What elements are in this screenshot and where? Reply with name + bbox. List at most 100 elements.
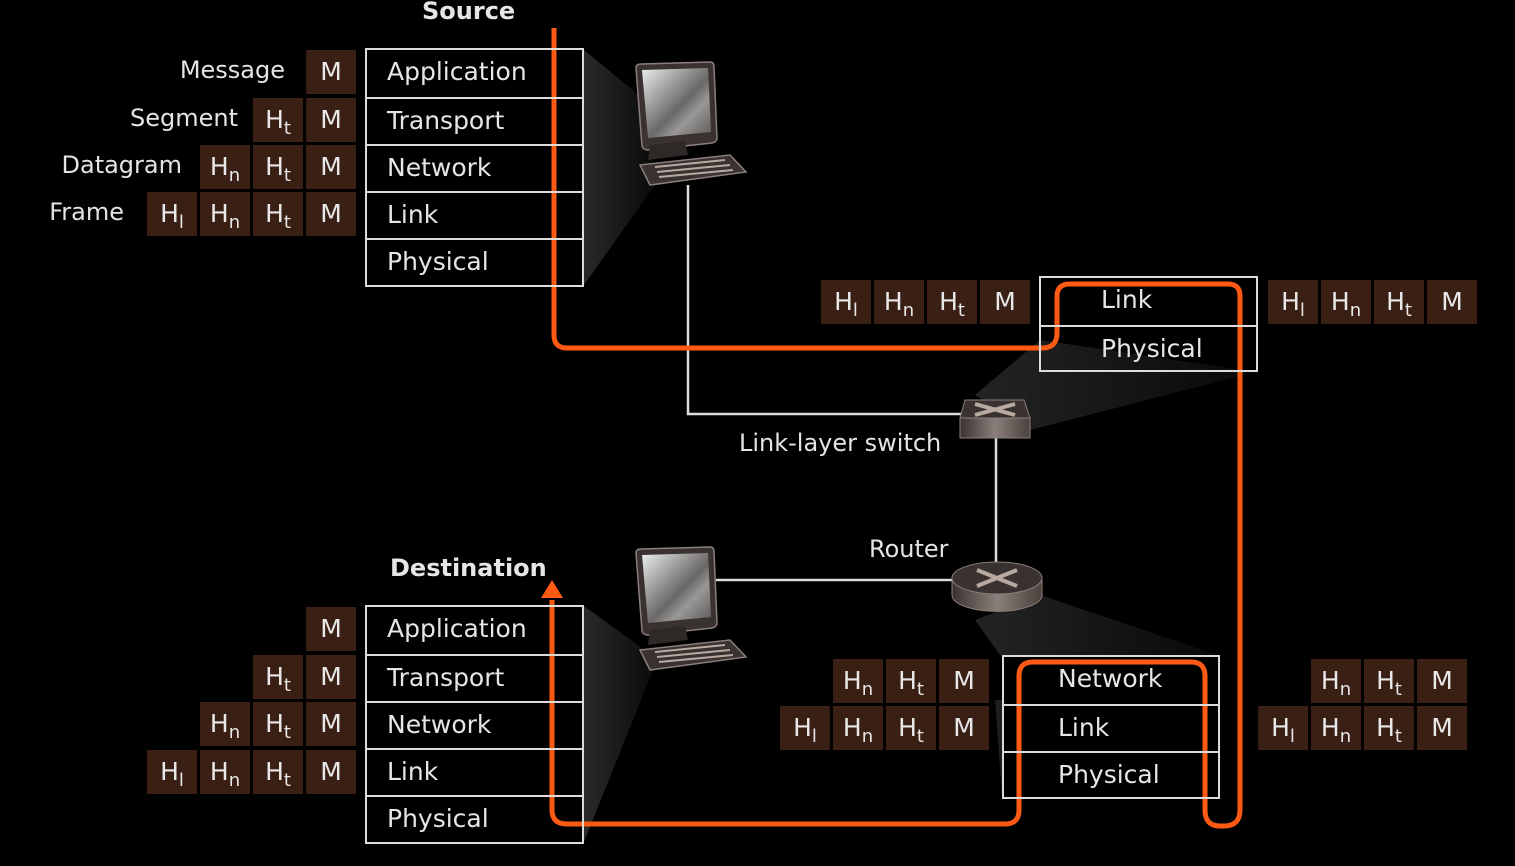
transport-header-box: Ht <box>1374 280 1424 324</box>
transport-header-box: Ht <box>927 280 977 324</box>
header-subscript: t <box>283 770 291 791</box>
message-box: M <box>939 706 989 750</box>
header-symbol: H <box>1281 287 1300 316</box>
message-box: M <box>1417 706 1467 750</box>
header-subscript: l <box>1299 300 1305 321</box>
message-box: M <box>306 655 356 699</box>
header-subscript: n <box>1339 679 1352 700</box>
header-symbol: H <box>265 199 284 228</box>
header-symbol: H <box>160 757 179 786</box>
header-symbol: M <box>1441 287 1463 316</box>
link-header-box: Hl <box>1258 706 1308 750</box>
header-subscript: l <box>811 726 817 747</box>
header-symbol: H <box>1320 713 1340 742</box>
transport-header-box: Ht <box>253 98 303 142</box>
transport-header-box: Ht <box>253 655 303 699</box>
link-header-box: Hl <box>147 750 197 794</box>
header-subscript: t <box>916 679 924 700</box>
header-symbol: H <box>209 709 229 738</box>
layer-physical: Physical <box>1041 325 1256 372</box>
network-header-box: Hn <box>833 706 883 750</box>
header-subscript: n <box>861 726 874 747</box>
header-subscript: t <box>916 726 924 747</box>
header-symbol: H <box>939 287 958 316</box>
header-subscript: n <box>861 679 874 700</box>
message-box: M <box>939 659 989 703</box>
header-symbol: H <box>1330 287 1350 316</box>
message-box: M <box>980 280 1030 324</box>
header-symbol: H <box>883 287 903 316</box>
header-subscript: t <box>957 300 965 321</box>
header-symbol: H <box>793 713 812 742</box>
header-symbol: H <box>160 199 179 228</box>
header-subscript: t <box>283 722 291 743</box>
header-symbol: M <box>953 713 975 742</box>
message-box: M <box>306 50 356 94</box>
network-header-box: Hn <box>200 750 250 794</box>
destination-computer-icon <box>635 546 748 671</box>
header-symbol: H <box>1376 713 1395 742</box>
header-subscript: t <box>1394 726 1402 747</box>
transport-header-box: Ht <box>1364 706 1414 750</box>
header-subscript: n <box>228 212 241 233</box>
header-symbol: H <box>1320 666 1340 695</box>
router-protocol-stack: Network Link Physical <box>1002 655 1220 799</box>
header-symbol: M <box>320 757 342 786</box>
source-computer-icon <box>635 61 748 186</box>
header-symbol: M <box>320 662 342 691</box>
link-header-box: Hl <box>1268 280 1318 324</box>
link-header-box: Hl <box>780 706 830 750</box>
layer-transport: Transport <box>367 97 582 144</box>
transport-header-box: Ht <box>253 702 303 746</box>
header-symbol: M <box>320 152 342 181</box>
destination-title: Destination <box>390 554 547 582</box>
message-box: M <box>306 750 356 794</box>
header-subscript: t <box>283 675 291 696</box>
switch-icon <box>959 399 1031 439</box>
network-header-box: Hn <box>200 192 250 236</box>
header-symbol: M <box>320 614 342 643</box>
transport-header-box: Ht <box>253 192 303 236</box>
message-box: M <box>306 192 356 236</box>
header-symbol: M <box>994 287 1016 316</box>
network-header-box: Hn <box>200 145 250 189</box>
layer-link: Link <box>367 748 582 795</box>
switch-protocol-stack: Link Physical <box>1039 276 1258 372</box>
router-projection <box>975 595 1218 655</box>
header-symbol: H <box>1376 666 1395 695</box>
router-icon <box>951 561 1043 612</box>
message-box: M <box>1417 659 1467 703</box>
layer-link: Link <box>1004 704 1218 751</box>
switch-label: Link-layer switch <box>739 429 942 457</box>
transport-header-box: Ht <box>1364 659 1414 703</box>
transport-header-box: Ht <box>253 750 303 794</box>
header-subscript: l <box>178 212 184 233</box>
transport-header-box: Ht <box>253 145 303 189</box>
header-symbol: H <box>265 152 284 181</box>
header-symbol: H <box>898 713 917 742</box>
layer-link: Link <box>367 191 582 238</box>
header-subscript: l <box>1289 726 1295 747</box>
header-subscript: t <box>1404 300 1412 321</box>
layer-link: Link <box>1101 285 1153 314</box>
layer-network: Network <box>367 701 582 748</box>
header-symbol: M <box>1431 666 1453 695</box>
message-box: M <box>306 98 356 142</box>
destination-protocol-stack: Application Transport Network Link Physi… <box>365 605 584 844</box>
pdu-label-datagram: Datagram <box>61 151 183 179</box>
network-header-box: Hn <box>833 659 883 703</box>
header-symbol: H <box>265 662 284 691</box>
header-symbol: H <box>842 713 862 742</box>
link-header-box: Hl <box>821 280 871 324</box>
transport-header-box: Ht <box>886 659 936 703</box>
link-header-box: Hl <box>147 192 197 236</box>
header-symbol: H <box>842 666 862 695</box>
layer-physical: Physical <box>367 238 582 285</box>
network-header-box: Hn <box>1311 706 1361 750</box>
header-symbol: M <box>320 105 342 134</box>
header-subscript: n <box>228 165 241 186</box>
header-symbol: H <box>209 152 229 181</box>
header-symbol: H <box>1386 287 1405 316</box>
layer-application: Application <box>387 614 527 643</box>
